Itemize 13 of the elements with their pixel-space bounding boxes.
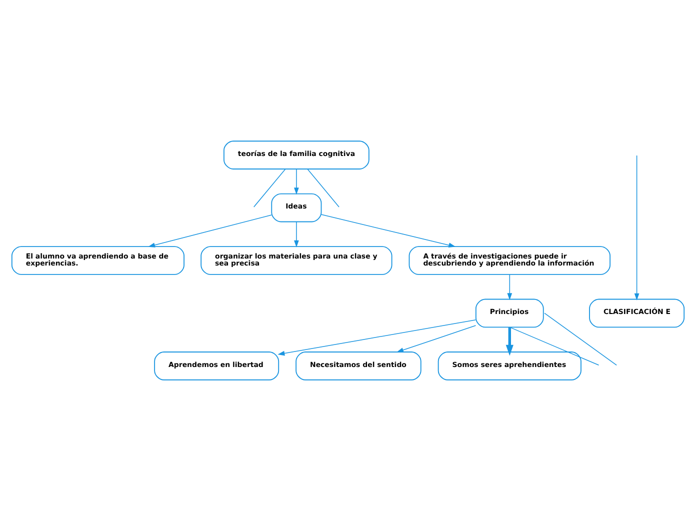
arrow <box>294 168 299 194</box>
arrow <box>634 154 640 300</box>
arrow <box>506 326 514 356</box>
arrow <box>294 221 299 247</box>
arrow <box>320 214 456 248</box>
arrow <box>148 214 272 247</box>
arrow <box>507 274 512 300</box>
connector <box>544 312 617 366</box>
connector <box>509 326 600 366</box>
arrow <box>278 319 476 356</box>
arrow <box>396 324 476 352</box>
connector <box>253 168 286 207</box>
connector <box>307 168 340 207</box>
